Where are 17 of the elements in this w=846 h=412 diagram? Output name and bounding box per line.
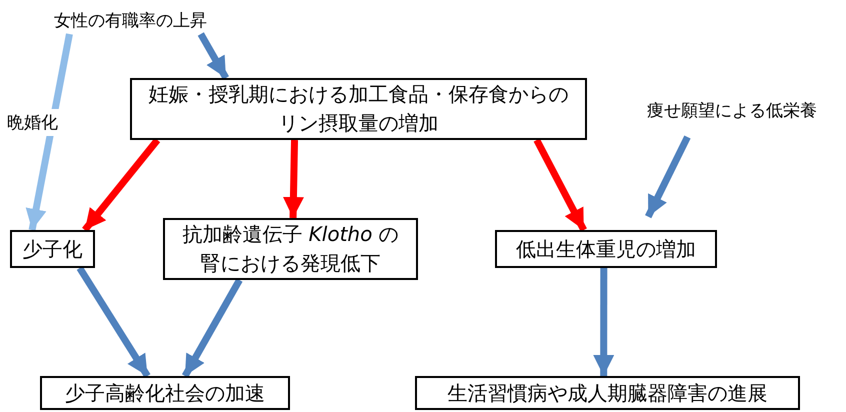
arrow xyxy=(534,138,587,232)
arrow xyxy=(26,33,73,231)
arrow xyxy=(182,278,243,378)
cause-text: 女性の有職率の上昇 xyxy=(38,8,223,34)
arrow xyxy=(76,266,150,378)
process-box: 生活習慣病や成人期臓器障害の進展 xyxy=(415,376,800,410)
arrow xyxy=(645,135,691,218)
process-box: 少子化 xyxy=(10,230,95,268)
process-box: 少子高齢化社会の加速 xyxy=(40,376,290,410)
arrow xyxy=(198,32,229,80)
process-box: 低出生体重児の増加 xyxy=(495,230,717,268)
arrow xyxy=(82,138,160,232)
arrow xyxy=(282,140,304,218)
arrow xyxy=(593,268,614,376)
process-box: 妊娠・授乳期における加工食品・保存食からのリン摂取量の増加 xyxy=(130,78,587,140)
cause-text: 痩せ願望による低栄養 xyxy=(626,98,838,124)
process-box: 抗加齢遺伝子 Klotho の腎における発現低下 xyxy=(163,218,418,280)
